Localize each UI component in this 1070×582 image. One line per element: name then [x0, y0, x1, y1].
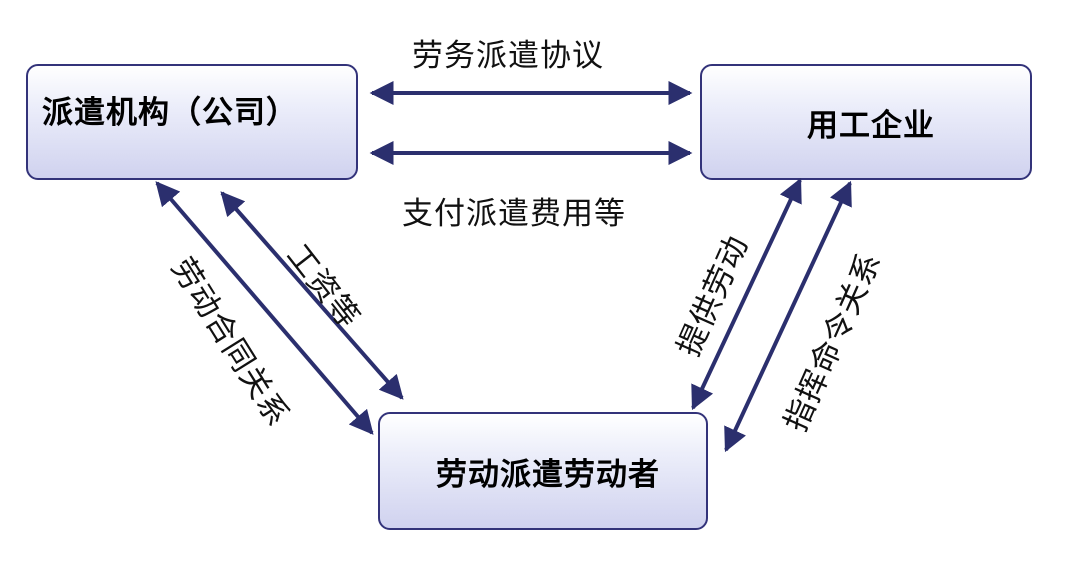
edge-label-provide-labor: 提供劳动 — [640, 230, 780, 362]
edge-label-command-relation: 指挥命令关系 — [725, 247, 935, 437]
node-dispatch-agency-label: 派遣机构（公司） — [42, 94, 298, 131]
arrow-agency-worker-inner — [220, 191, 404, 400]
node-employing-enterprise: 用工企业 — [700, 64, 1032, 180]
node-dispatch-agency: 派遣机构（公司） — [26, 64, 358, 180]
node-dispatched-worker: 劳动派遣劳动者 — [378, 412, 708, 530]
edge-label-pay-fees: 支付派遣费用等 — [402, 188, 626, 233]
edge-label-service-agreement: 劳务派遣协议 — [412, 30, 604, 75]
arrow-enterprise-worker-outer — [724, 180, 852, 453]
node-dispatched-worker-label: 劳动派遣劳动者 — [436, 456, 660, 493]
edge-label-labor-contract: 劳动合同关系 — [128, 251, 338, 433]
edge-label-wages: 工资等 — [266, 238, 386, 336]
edge-label-pay-fees-text: 支付派遣费用等 — [402, 196, 626, 232]
node-employing-enterprise-label: 用工企业 — [807, 107, 935, 144]
edge-label-service-agreement-text: 劳务派遣协议 — [412, 38, 604, 74]
